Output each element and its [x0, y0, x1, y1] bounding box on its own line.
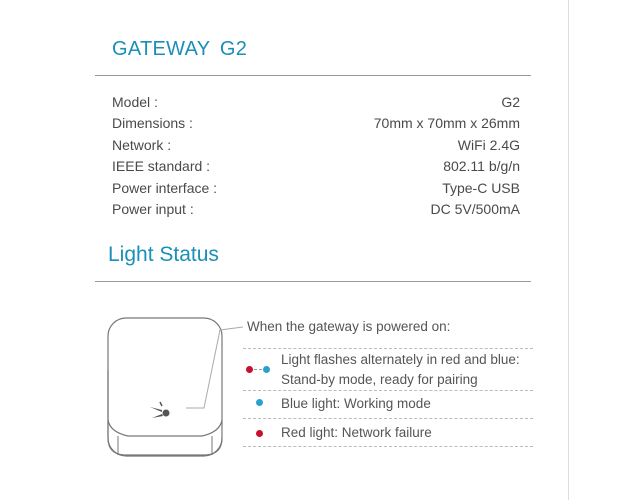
spec-row: Dimensions : 70mm x 70mm x 26mm: [112, 112, 520, 133]
status-text: Light flashes alternately in red and blu…: [281, 352, 520, 367]
spec-value: DC 5V/500mA: [430, 200, 520, 217]
title-divider: [95, 75, 531, 76]
powered-on-intro: When the gateway is powered on:: [247, 319, 451, 334]
dashed-divider: [243, 390, 533, 391]
spec-label: Network :: [112, 136, 172, 153]
spec-value: G2: [501, 93, 520, 110]
gateway-device-illustration: [107, 317, 244, 457]
page-edge-divider: [568, 0, 569, 500]
spec-label: IEEE standard :: [112, 157, 211, 174]
status-description: Stand-by mode, ready for pairing: [281, 372, 478, 387]
spec-value: Type-C USB: [442, 179, 520, 196]
status-item-working: Blue light: Working mode: [281, 396, 431, 411]
spec-row: Power input : DC 5V/500mA: [112, 198, 520, 219]
spec-label: Power input :: [112, 200, 194, 217]
spec-row: Model : G2: [112, 91, 520, 112]
indicator-light-icon: [150, 401, 170, 418]
dashed-divider: [243, 418, 533, 419]
light-status-heading: Light Status: [108, 243, 219, 266]
spec-row: IEEE standard : 802.11 b/g/n: [112, 155, 520, 176]
spec-label: Dimensions :: [112, 114, 193, 131]
dashed-divider: [243, 446, 533, 447]
red-light-icon: [256, 430, 263, 437]
dashed-divider: [243, 348, 533, 349]
spec-label: Power interface :: [112, 179, 218, 196]
red-blue-flash-icon: [246, 366, 270, 373]
blue-light-icon: [256, 399, 263, 406]
status-item-failure: Red light: Network failure: [281, 425, 432, 440]
spec-row: Network : WiFi 2.4G: [112, 134, 520, 155]
page-title: GATEWAY G2: [112, 38, 248, 60]
spec-value: WiFi 2.4G: [457, 136, 520, 153]
spec-value: 70mm x 70mm x 26mm: [373, 114, 520, 131]
light-status-divider: [95, 281, 531, 282]
spec-row: Power interface : Type-C USB: [112, 177, 520, 198]
status-item-standby: Light flashes alternately in red and blu…: [281, 350, 520, 390]
spec-value: 802.11 b/g/n: [443, 157, 520, 174]
spec-label: Model :: [112, 93, 158, 110]
